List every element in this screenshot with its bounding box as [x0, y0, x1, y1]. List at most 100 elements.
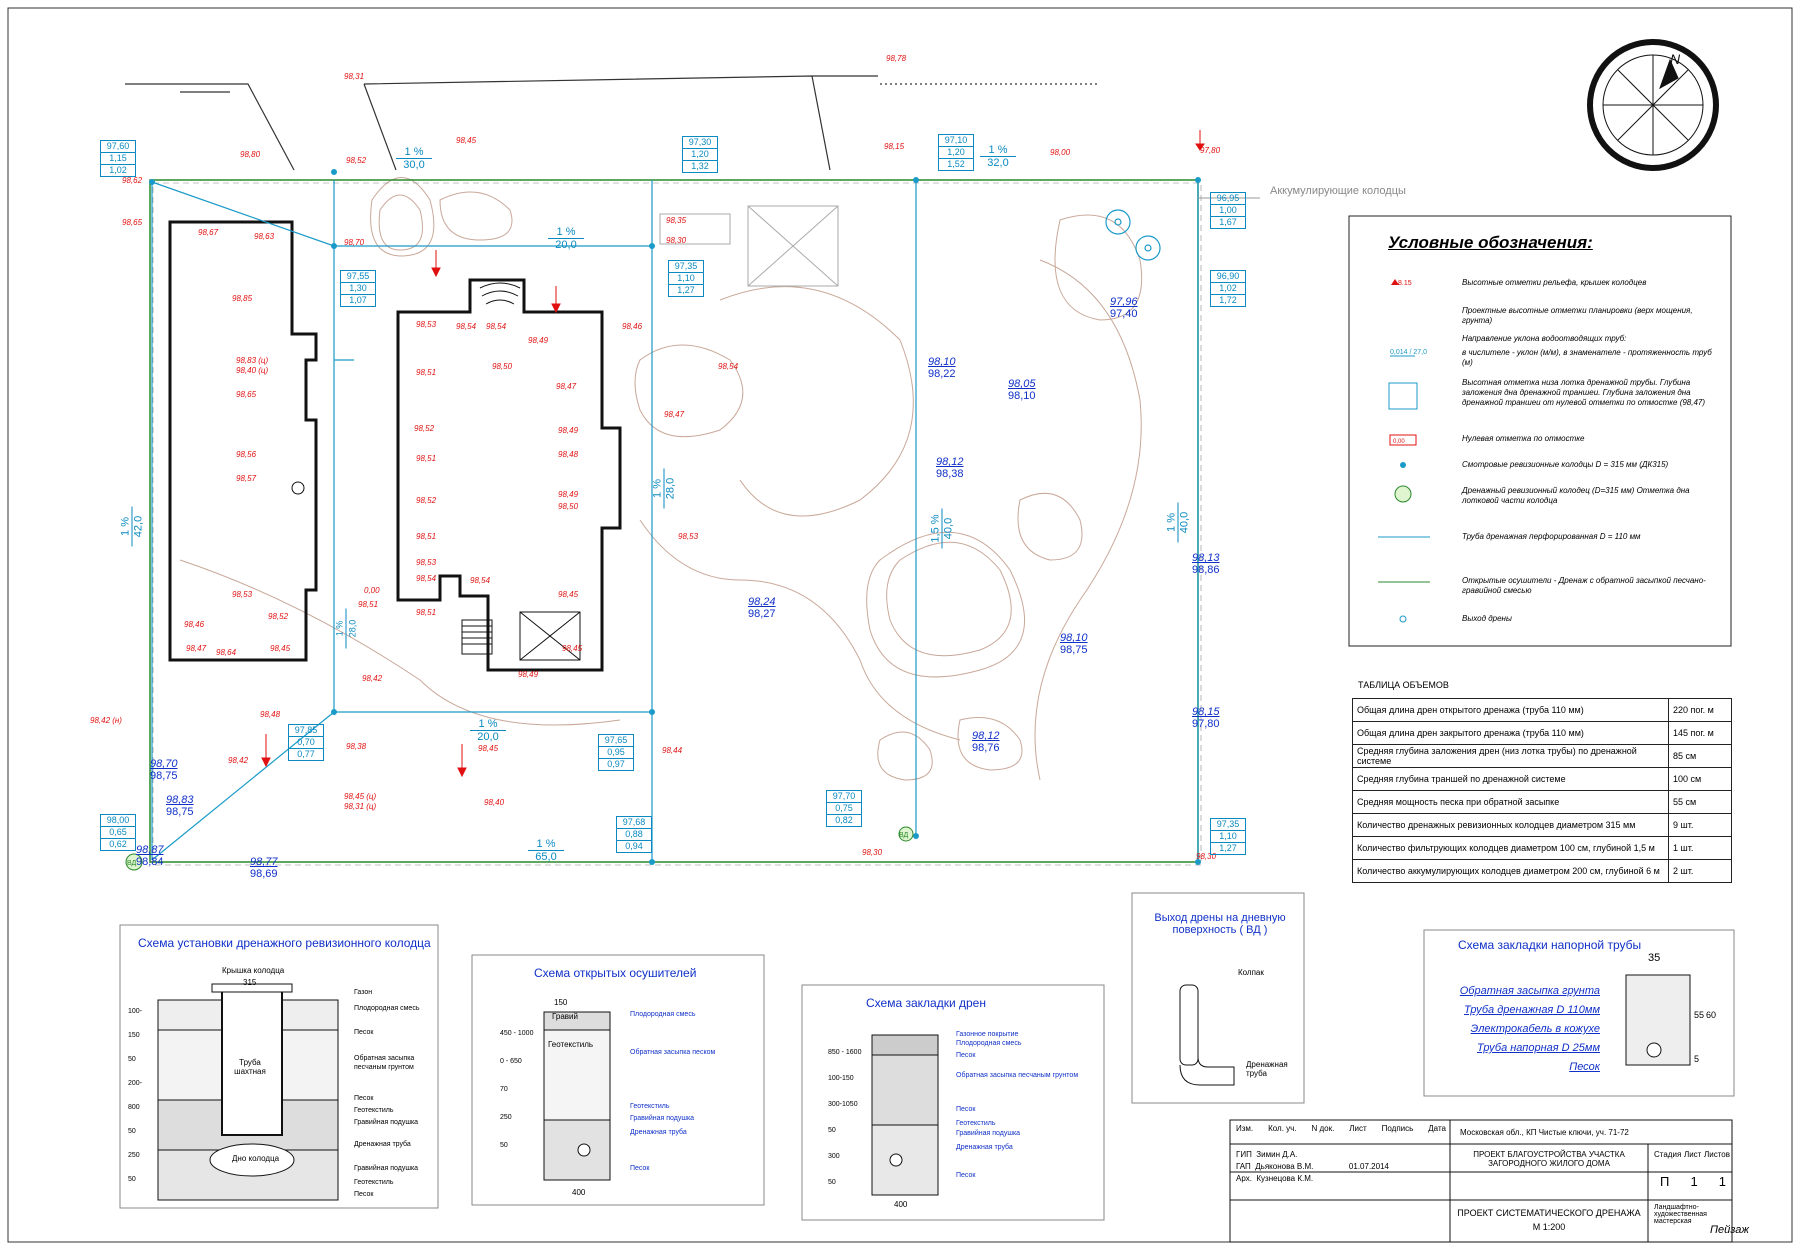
legend-item: Высотные отметки рельефа, крышек колодце…	[1462, 278, 1647, 287]
elev-mark: 98,45 (ц)	[344, 792, 377, 801]
table-row: Общая длина дрен закрытого дренажа (труб…	[1352, 721, 1732, 745]
legend-item: Проектные высотные отметки планировки (в…	[1462, 306, 1693, 325]
legend-item: в числителе - уклон (м/м), в знаменателе…	[1462, 348, 1712, 367]
panel-open-title: Схема открытых осушителей	[534, 966, 697, 980]
table-row: Количество фильтрующих колодцев диаметро…	[1352, 836, 1732, 860]
elev-mark: 98,51	[416, 608, 437, 617]
outlet-marker-s: ВД	[898, 826, 914, 842]
tb-person: Арх. Кузнецова К.М.	[1236, 1174, 1314, 1183]
elev-mark: 98,49	[558, 426, 579, 435]
elev-mark: 98,35	[666, 216, 687, 225]
legend-title: Условные обозначения:	[1388, 233, 1593, 252]
elev-mark: 98,50	[492, 362, 513, 371]
volume-table: Общая длина дрен открытого дренажа (труб…	[1352, 698, 1732, 883]
elev-mark: 98,65	[236, 390, 257, 399]
legend-item: Смотровые ревизионные колодцы D = 315 мм…	[1462, 460, 1669, 469]
open-w400: 400	[572, 1188, 586, 1197]
legend-item: Выход дрены	[1462, 614, 1512, 623]
elev-mark: 98,30	[862, 848, 883, 857]
elev-mark: 98,63	[254, 232, 275, 241]
open-w150: 150	[554, 998, 568, 1007]
accum-wells-label: Аккумулирующие колодцы	[1270, 185, 1406, 197]
well-layers: Газон Плодородная смесь Песок Обратная з…	[354, 989, 420, 1198]
elev-mark: 98,31	[344, 72, 365, 81]
elev-mark: 98,67	[198, 228, 219, 237]
tb-address: Московская обл., КП Чистые ключи, уч. 71…	[1460, 1128, 1629, 1137]
legend-frame	[1348, 215, 1732, 647]
elev-mark: 98,51	[416, 532, 437, 541]
slope-label: 1 %40,0	[1166, 502, 1191, 543]
elev-mark: 98,44	[662, 746, 683, 755]
elev-mark: 97,80	[1200, 146, 1221, 155]
table-row: Средняя глубина траншей по дренажной сис…	[1352, 767, 1732, 791]
slope-label: 1 %65,0	[528, 838, 564, 863]
pressure-h55: 55	[1694, 1010, 1705, 1020]
elev-mark: 98,38	[346, 742, 367, 751]
open-drains-scheme	[543, 1011, 611, 1181]
compass-rose: N	[1587, 39, 1719, 171]
elev-mark: 98,53	[416, 320, 437, 329]
well-pipe-label: Труба шахтная	[234, 1058, 266, 1076]
open-layers: Плодородная смесь Обратная засыпка песко…	[630, 1011, 716, 1172]
elev-mark: 98,45	[270, 644, 291, 653]
elev-mark: 98,53	[678, 532, 699, 541]
pressure-h60: 60	[1706, 1010, 1717, 1020]
panel-pressure-frame	[1423, 929, 1735, 1097]
outlet-scheme	[1179, 984, 1235, 1086]
sheet-frame	[7, 7, 1793, 1243]
tb-logo: Пейзаж	[1710, 1224, 1749, 1236]
elev-mark: 98,54	[486, 322, 507, 331]
elev-mark: 98,47	[664, 410, 685, 419]
legend-item: Направление уклона водоотводящих труб:	[1462, 334, 1627, 343]
elev-mark: 98,50	[558, 502, 579, 511]
elev-mark: 98,40 (ц)	[236, 366, 269, 375]
svg-text:0,00: 0,00	[1393, 439, 1405, 445]
elev-mark: 98,51	[416, 454, 437, 463]
well-left	[291, 481, 305, 495]
elev-mark: 98,85	[232, 294, 253, 303]
elev-mark: 98,00	[1050, 148, 1071, 157]
elev-mark: 98,49	[528, 336, 549, 345]
slope-arrows	[261, 130, 1205, 778]
elev-mark: 98,47	[556, 382, 577, 391]
svg-text:0,014 / 27,0: 0,014 / 27,0	[1390, 349, 1427, 356]
elev-mark: 98,64	[216, 648, 237, 657]
elev-mark: 98,54	[718, 362, 739, 371]
open-geo: Геотекстиль	[548, 1040, 594, 1049]
elev-mark: 98,70	[344, 238, 365, 247]
pressure-h5: 5	[1694, 1054, 1700, 1064]
legend-item: Высотная отметка низа лотка дренажной тр…	[1462, 378, 1706, 407]
elev-mark: 98,15	[884, 142, 905, 151]
elev-mark: 98,48	[260, 710, 281, 719]
terrain-contours	[179, 177, 1143, 781]
elev-mark: 98,42 (н)	[90, 716, 122, 725]
stairs	[461, 282, 581, 661]
elev-mark: 98,30	[666, 236, 687, 245]
slope-label: 1 %20,0	[470, 718, 506, 743]
legend-item: Нулевая отметка по отмостке	[1462, 434, 1585, 443]
pressure-layers: Обратная засыпка грунта Труба дренажная …	[1459, 985, 1600, 1073]
accum-wells	[1105, 209, 1161, 261]
slope-label: 1 %42,0	[120, 506, 145, 547]
elev-mark: 98,46	[184, 620, 205, 629]
panel-outlet-frame	[1131, 892, 1305, 1104]
elev-mark: 98,45	[558, 590, 579, 599]
fence-line	[152, 182, 1202, 866]
outlet-marker-sw: ВД	[125, 853, 143, 871]
elev-mark: 98,57	[236, 474, 257, 483]
slope-label: 1,5 %40,0	[930, 508, 955, 549]
slope-label: 1 %32,0	[980, 144, 1016, 169]
tb-person: ГИП Зимин Д.А.	[1236, 1150, 1298, 1159]
